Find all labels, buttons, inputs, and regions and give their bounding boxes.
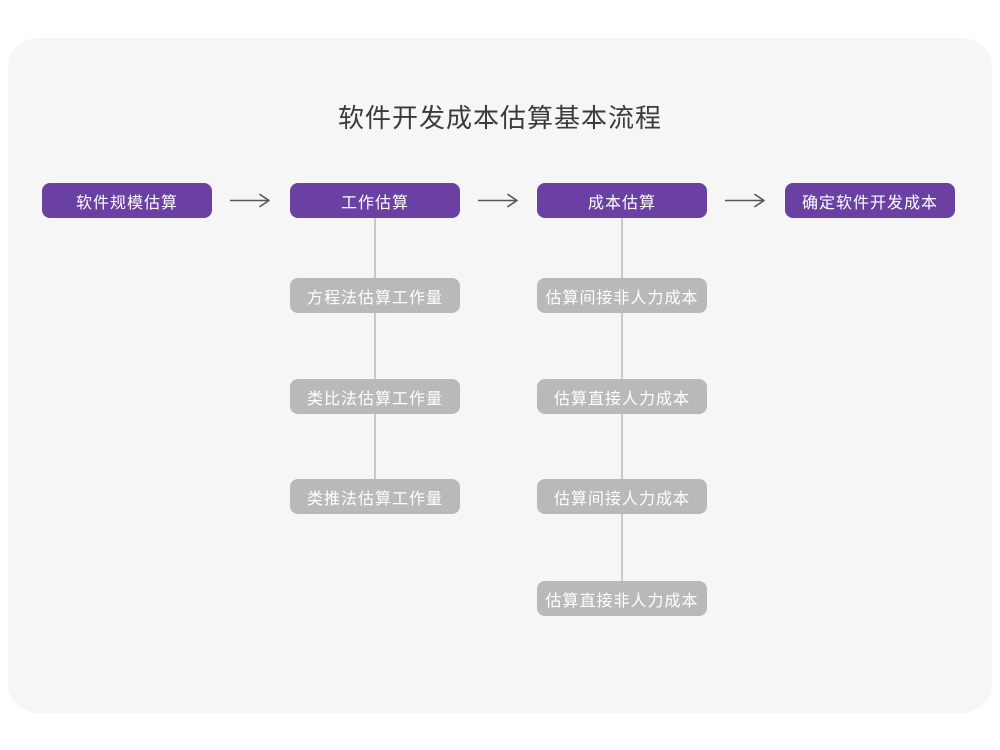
diagram-card [8, 38, 992, 713]
flow-subnode-extrapolation-method: 类推法估算工作量 [290, 479, 460, 514]
flow-node-determine-cost: 确定软件开发成本 [785, 183, 955, 218]
flow-node-label: 成本估算 [587, 194, 656, 212]
flow-node-label: 软件规模估算 [75, 194, 178, 212]
diagram-title: 软件开发成本估算基本流程 [337, 103, 662, 133]
connector-line-work-estimation [374, 218, 376, 484]
flow-subnode-equation-method: 方程法估算工作量 [290, 278, 460, 313]
flow-subnode-label: 类推法估算工作量 [306, 490, 443, 508]
flow-subnode-label: 估算直接非人力成本 [545, 592, 699, 610]
flow-node-software-scale-estimation: 软件规模估算 [42, 183, 212, 218]
flow-subnode-label: 估算间接非人力成本 [545, 289, 699, 307]
right-arrow-icon [478, 193, 518, 208]
flow-subnode-label: 估算间接人力成本 [553, 490, 690, 508]
flow-subnode-direct-nonlabor-cost: 估算直接非人力成本 [537, 581, 707, 616]
flow-subnode-indirect-nonlabor-cost: 估算间接非人力成本 [537, 278, 707, 313]
flow-node-label: 工作估算 [340, 194, 409, 212]
flow-subnode-indirect-labor-cost: 估算间接人力成本 [537, 479, 707, 514]
flow-subnode-label: 估算直接人力成本 [553, 390, 690, 408]
right-arrow-icon [230, 193, 270, 208]
flow-subnode-analogy-method: 类比法估算工作量 [290, 379, 460, 414]
flow-subnode-label: 类比法估算工作量 [306, 390, 443, 408]
flow-node-label: 确定软件开发成本 [801, 194, 938, 212]
flow-subnode-direct-labor-cost: 估算直接人力成本 [537, 379, 707, 414]
flow-node-cost-estimation: 成本估算 [537, 183, 707, 218]
flow-subnode-label: 方程法估算工作量 [306, 289, 443, 307]
right-arrow-icon [725, 193, 765, 208]
flow-node-work-estimation: 工作估算 [290, 183, 460, 218]
